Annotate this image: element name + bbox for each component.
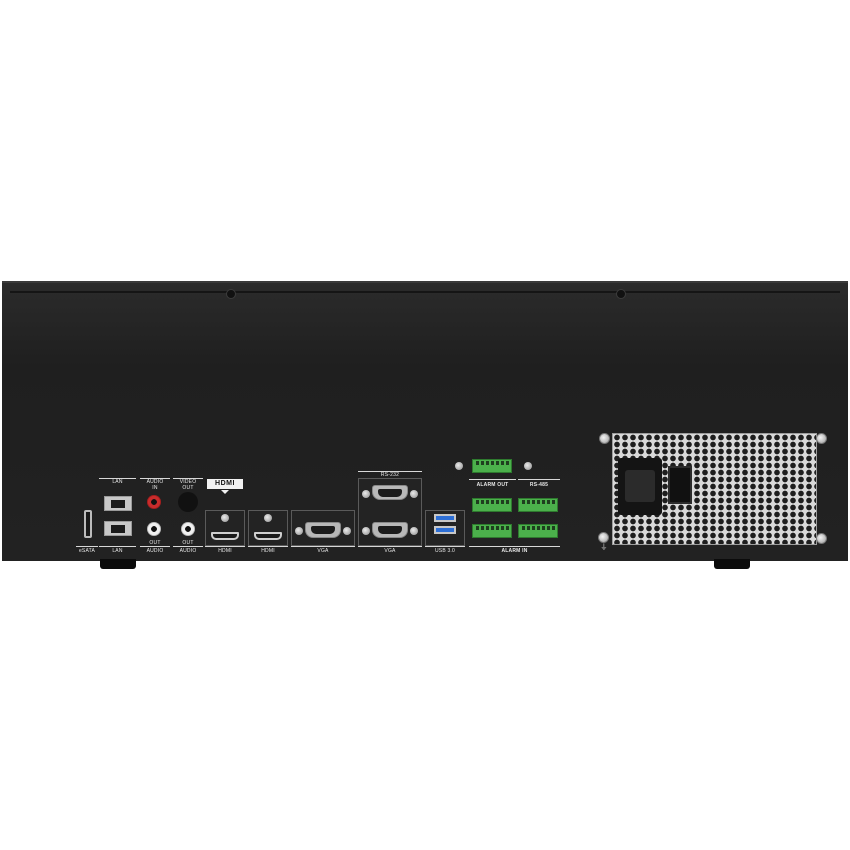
alarm-in-label: ALARM IN [501,548,528,554]
rs232-screw-left [362,490,370,498]
video-out-blank [178,492,198,512]
audio-header-sub: IN [152,485,158,491]
hdmi-logo: HDMI [207,479,243,489]
vga2-label: VGA [384,548,396,554]
alarm-screw-left [455,462,463,470]
video-header-label: VIDEO [179,479,197,485]
psu-screw-bottom-right [816,533,827,544]
ground-icon: ⏚ [600,544,608,551]
usb-port-2[interactable] [434,526,456,534]
rubber-foot-right [714,559,750,569]
vga1-label: VGA [317,548,329,554]
vga2-line [358,546,422,547]
lan-footer-label: LAN [112,548,123,554]
alarm-out-terminal-top[interactable] [472,459,512,473]
vga1-line [291,546,355,547]
hdmi2-line [248,546,288,547]
alarm-out-line [469,479,516,480]
rs485-line [518,479,560,480]
hdmi-port-2[interactable] [254,532,282,540]
video-header-sub: OUT [182,485,194,491]
rs485-label: RS-485 [529,482,549,488]
rubber-foot-left [100,559,136,569]
esata-label: eSATA [78,548,96,554]
vga2-screw-right [410,527,418,535]
esata-port[interactable] [84,510,92,538]
hdmi2-label: HDMI [261,548,275,554]
lan-header-line [99,478,136,479]
rs232-header-line [358,471,422,472]
lan-header-label: LAN [112,479,123,485]
rs232-screw-right [410,490,418,498]
chassis-seam [10,291,840,293]
rs232-label: RS-232 [380,472,400,478]
hdmi1-line [205,546,245,547]
hdmi1-label: HDMI [218,548,232,554]
vga-port-2[interactable] [372,522,408,538]
lan-port-2[interactable] [104,521,132,536]
vga1-screw-right [343,527,351,535]
alarm-screw-right [524,462,532,470]
top-screw-right [616,289,626,299]
audio-out-jack-2[interactable] [181,522,195,536]
vga2-screw-left [362,527,370,535]
psu-screw-top-right [816,433,827,444]
psu-screw-top-left [599,433,610,444]
audio-footer-sub: OUT [149,540,161,546]
hdmi1-screw [221,514,229,522]
top-screw-left [226,289,236,299]
usb-port-1[interactable] [434,514,456,522]
video-footer-label: AUDIO [179,548,197,554]
rs485-terminal[interactable] [518,498,558,512]
audio-out-jack[interactable] [147,522,161,536]
audio-header-label: AUDIO [146,479,164,485]
alarm-out-label: ALARM OUT [476,482,509,488]
hdmi-logo-arrow [221,490,229,494]
hdmi2-screw [264,514,272,522]
video-footer-line [173,546,203,547]
ground-screw [598,532,609,543]
hdmi1-panel [205,510,245,546]
lan-footer-line [99,546,136,547]
video-header-line [173,478,203,479]
video-footer-sub: OUT [182,540,194,546]
usb-label: USB 3.0 [434,548,456,554]
lan-port-1[interactable] [104,496,132,511]
audio-in-jack[interactable] [147,495,161,509]
alarm-out-terminal[interactable] [472,498,512,512]
rs232-port[interactable] [372,485,408,500]
esata-label-line [76,546,98,547]
hdmi-port-1[interactable] [211,532,239,540]
alarm-in-terminal-2[interactable] [518,524,558,538]
audio-footer-label: AUDIO [146,548,164,554]
audio-header-line [140,478,170,479]
power-switch[interactable] [668,466,692,504]
alarm-in-line [469,546,560,547]
alarm-in-terminal-1[interactable] [472,524,512,538]
power-inlet-socket[interactable] [618,458,662,515]
usb-line [425,546,465,547]
audio-footer-line [140,546,170,547]
vga1-screw-left [295,527,303,535]
vga-port-1[interactable] [305,522,341,538]
